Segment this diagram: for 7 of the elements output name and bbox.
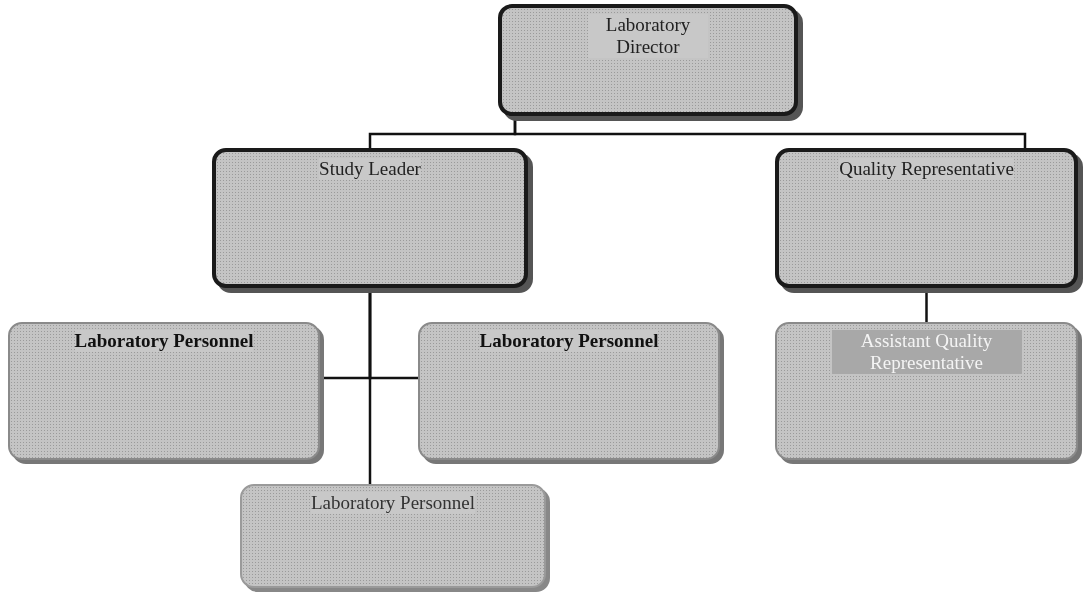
role-title: Quality Representative <box>839 158 1014 180</box>
role-title: Laboratory Personnel <box>74 330 254 352</box>
role-title: Assistant Quality Representative <box>831 330 1022 374</box>
role-title: Laboratory Personnel <box>479 330 659 352</box>
role-title: Laboratory Personnel <box>310 492 476 514</box>
role-title: Laboratory Director <box>588 14 708 58</box>
role-title: Study Leader <box>319 158 421 180</box>
